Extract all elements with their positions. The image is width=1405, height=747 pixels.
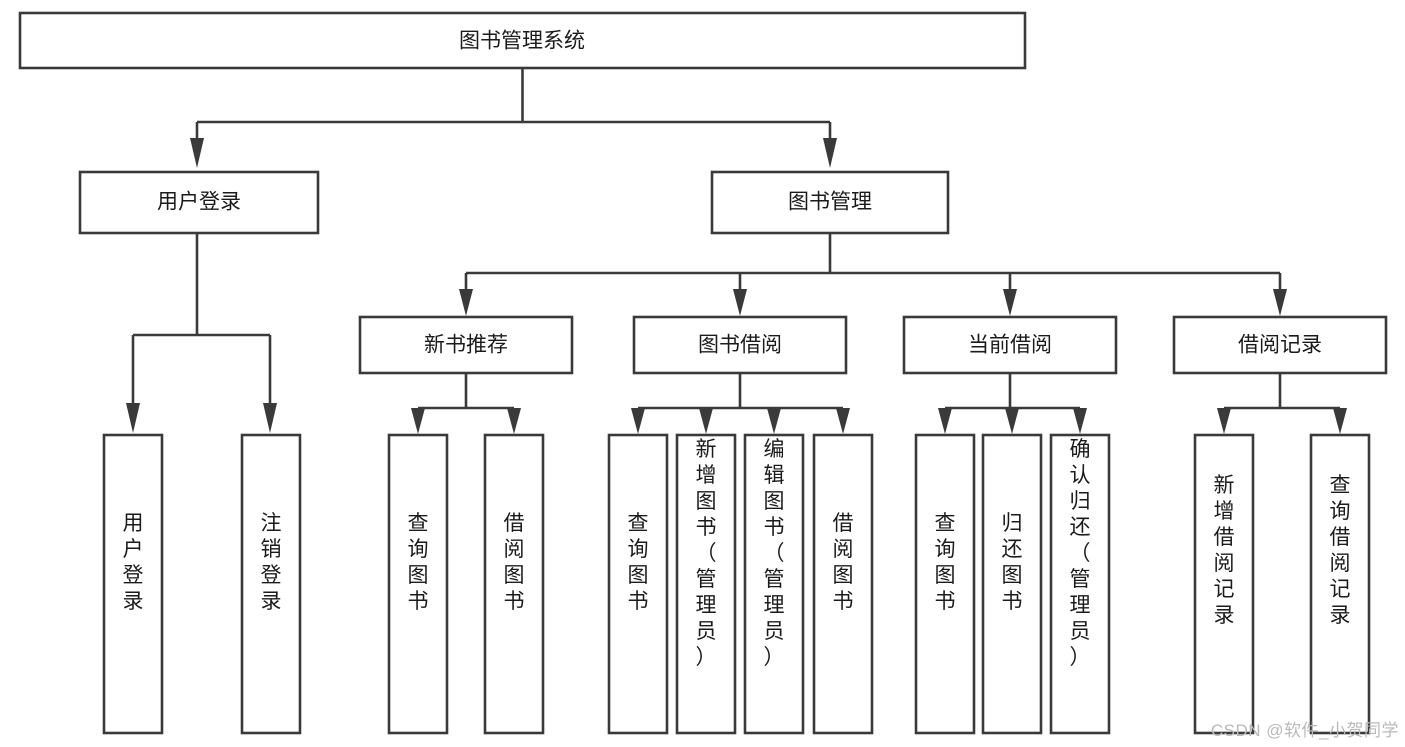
- node-leaf-user-login[interactable]: 用户登录: [102, 433, 164, 735]
- node-leaf-query-book-2-box[interactable]: [607, 433, 669, 735]
- arrow-to-leaf-query-book-1: [411, 408, 425, 434]
- node-new-book-recommend-label: 新书推荐: [424, 334, 508, 357]
- node-leaf-borrow-book-2-label: 借阅图书: [833, 512, 854, 613]
- node-leaf-add-record-box[interactable]: [1193, 433, 1255, 735]
- node-borrow-record-box[interactable]: [1172, 315, 1388, 375]
- node-leaf-borrow-book-1-box[interactable]: [483, 433, 545, 735]
- arrow-to-leaf-add-book: [699, 408, 713, 434]
- node-user-login-box[interactable]: [78, 170, 320, 235]
- node-root-box[interactable]: [18, 11, 1027, 70]
- node-leaf-query-book-3[interactable]: 查询图书: [914, 433, 976, 735]
- arrow-to-leaf-borrow-book-1: [507, 408, 521, 434]
- node-leaf-return-book[interactable]: 归还图书: [981, 433, 1043, 735]
- node-leaf-query-book-1-box[interactable]: [387, 433, 449, 735]
- node-leaf-query-book-2-label: 查询图书: [628, 512, 649, 613]
- node-leaf-query-book-3-box[interactable]: [914, 433, 976, 735]
- arrow-to-user-login: [190, 138, 204, 168]
- arrow-to-leaf-add-record: [1217, 408, 1231, 434]
- node-leaf-confirm-return-label: 确认归还（管理员）: [1070, 438, 1091, 669]
- node-leaf-borrow-book-1-label: 借阅图书: [504, 512, 525, 613]
- node-user-login-label: 用户登录: [157, 191, 241, 214]
- node-leaf-return-book-label: 归还图书: [1002, 512, 1023, 613]
- node-leaf-add-record[interactable]: 新增借阅记录: [1193, 433, 1255, 735]
- node-leaf-user-login-box[interactable]: [102, 433, 164, 735]
- node-leaf-add-book-label: 新增图书（管理员）: [696, 438, 717, 669]
- arrow-to-leaf-confirm-return: [1073, 408, 1087, 434]
- node-book-borrow-label: 图书借阅: [698, 334, 782, 357]
- node-borrow-record[interactable]: 借阅记录: [1172, 315, 1388, 375]
- arrow-to-leaf-logout-login: [263, 403, 277, 433]
- arrow-to-book-borrow: [733, 289, 747, 316]
- arrow-to-leaf-user-login: [126, 403, 140, 433]
- arrow-to-leaf-borrow-book-2: [836, 408, 850, 434]
- node-leaf-borrow-book-2-box[interactable]: [812, 433, 874, 735]
- node-current-borrow-box[interactable]: [902, 315, 1118, 375]
- node-leaf-add-book[interactable]: 新增图书（管理员）: [675, 433, 737, 735]
- arrow-to-leaf-return-book: [1005, 408, 1019, 434]
- node-current-borrow-label: 当前借阅: [968, 334, 1052, 357]
- node-leaf-query-book-1[interactable]: 查询图书: [387, 433, 449, 735]
- node-leaf-confirm-return[interactable]: 确认归还（管理员）: [1049, 433, 1111, 735]
- arrow-to-current-borrow: [1003, 289, 1017, 316]
- node-leaf-query-record[interactable]: 查询借阅记录: [1309, 433, 1371, 735]
- node-leaf-logout-login[interactable]: 注销登录: [240, 433, 302, 735]
- node-user-login[interactable]: 用户登录: [78, 170, 320, 235]
- node-leaf-user-login-label: 用户登录: [123, 512, 144, 613]
- node-leaf-logout-login-label: 注销登录: [261, 512, 282, 613]
- node-leaf-add-record-label: 新增借阅记录: [1214, 474, 1235, 627]
- node-leaf-query-book-2[interactable]: 查询图书: [607, 433, 669, 735]
- node-leaf-edit-book-box[interactable]: [743, 433, 805, 735]
- node-borrow-record-label: 借阅记录: [1238, 334, 1322, 357]
- node-book-management-box[interactable]: [710, 170, 950, 235]
- node-new-book-recommend-box[interactable]: [358, 315, 574, 375]
- node-leaf-return-book-box[interactable]: [981, 433, 1043, 735]
- node-leaf-query-record-label: 查询借阅记录: [1330, 474, 1351, 627]
- node-book-borrow-box[interactable]: [632, 315, 848, 375]
- arrow-to-leaf-query-record: [1333, 408, 1347, 434]
- node-leaf-logout-login-box[interactable]: [240, 433, 302, 735]
- node-book-management-label: 图书管理: [788, 191, 872, 214]
- node-leaf-query-book-3-label: 查询图书: [935, 512, 956, 613]
- node-book-management[interactable]: 图书管理: [710, 170, 950, 235]
- node-root[interactable]: 图书管理系统: [18, 11, 1027, 70]
- arrow-to-borrow-record: [1273, 289, 1287, 316]
- arrow-to-leaf-edit-book: [767, 408, 781, 434]
- node-leaf-confirm-return-box[interactable]: [1049, 433, 1111, 735]
- arrow-to-new-book-recommend: [459, 289, 473, 316]
- node-leaf-borrow-book-1[interactable]: 借阅图书: [483, 433, 545, 735]
- node-root-label: 图书管理系统: [459, 30, 585, 53]
- node-leaf-edit-book-label: 编辑图书（管理员）: [764, 438, 785, 669]
- node-leaf-borrow-book-2[interactable]: 借阅图书: [812, 433, 874, 735]
- node-leaf-add-book-box[interactable]: [675, 433, 737, 735]
- arrow-to-leaf-query-book-3: [938, 408, 952, 434]
- arrow-to-book-management: [823, 138, 837, 168]
- node-leaf-edit-book[interactable]: 编辑图书（管理员）: [743, 433, 805, 735]
- arrow-to-leaf-query-book-2: [631, 408, 645, 434]
- node-leaf-query-record-box[interactable]: [1309, 433, 1371, 735]
- node-current-borrow[interactable]: 当前借阅: [902, 315, 1118, 375]
- node-new-book-recommend[interactable]: 新书推荐: [358, 315, 574, 375]
- node-book-borrow[interactable]: 图书借阅: [632, 315, 848, 375]
- connector-group: [126, 68, 1347, 434]
- node-leaf-query-book-1-label: 查询图书: [408, 512, 429, 613]
